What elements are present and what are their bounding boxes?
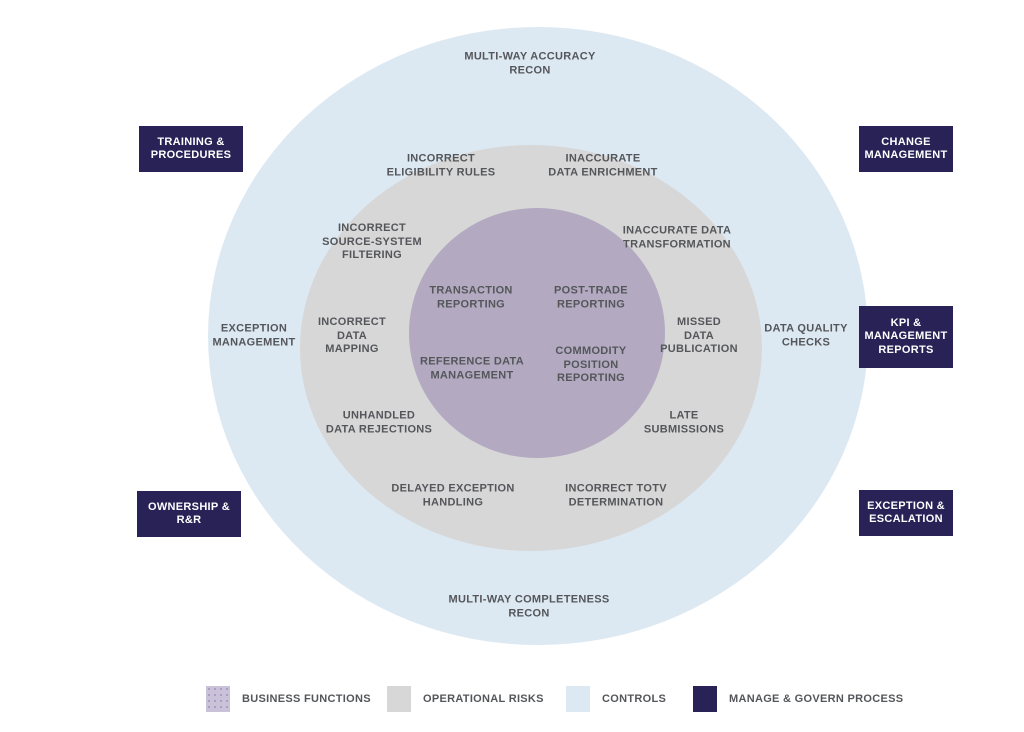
legend-swatch-manage-govern-process <box>693 686 717 712</box>
label-inaccurate-data-enrichment: INACCURATE DATA ENRICHMENT <box>548 152 658 179</box>
business-functions-circle <box>409 208 665 458</box>
legend-swatch-operational-risks <box>387 686 411 712</box>
govbox-exception-escalation: EXCEPTION & ESCALATION <box>859 490 953 536</box>
label-data-quality-checks: DATA QUALITY CHECKS <box>764 322 848 349</box>
label-late-submissions: LATE SUBMISSIONS <box>643 409 725 436</box>
label-incorrect-totv-determination: INCORRECT TOTV DETERMINATION <box>565 482 667 509</box>
label-incorrect-data-mapping: INCORRECT DATA MAPPING <box>317 315 387 355</box>
legend-label-business-functions: BUSINESS FUNCTIONS <box>242 693 371 705</box>
legend-label-controls: CONTROLS <box>602 693 667 705</box>
govbox-change-management: CHANGE MANAGEMENT <box>859 126 953 172</box>
label-incorrect-source-system-filtering: INCORRECT SOURCE-SYSTEM FILTERING <box>322 221 422 261</box>
legend-item-operational-risks: OPERATIONAL RISKS <box>387 686 544 712</box>
label-inaccurate-data-transformation: INACCURATE DATA TRANSFORMATION <box>622 224 732 251</box>
label-post-trade-reporting: POST-TRADE REPORTING <box>554 284 628 311</box>
legend-item-controls: CONTROLS <box>566 686 666 712</box>
label-multi-way-accuracy-recon: MULTI-WAY ACCURACY RECON <box>464 50 596 77</box>
label-multi-way-completeness-recon: MULTI-WAY COMPLETENESS RECON <box>448 593 610 620</box>
label-incorrect-eligibility-rules: INCORRECT ELIGIBILITY RULES <box>386 152 496 179</box>
legend-label-manage-govern-process: MANAGE & GOVERN PROCESS <box>729 693 904 705</box>
legend-swatch-controls <box>566 686 590 712</box>
label-missed-data-publication: MISSED DATA PUBLICATION <box>660 315 738 355</box>
govbox-ownership-rr: OWNERSHIP & R&R <box>137 491 241 537</box>
label-reference-data-management: REFERENCE DATA MANAGEMENT <box>419 355 525 382</box>
legend-item-business-functions: BUSINESS FUNCTIONS <box>206 686 371 712</box>
legend-swatch-business-functions <box>206 686 230 712</box>
legend-label-operational-risks: OPERATIONAL RISKS <box>423 693 544 705</box>
label-exception-management: EXCEPTION MANAGEMENT <box>212 322 296 349</box>
label-unhandled-data-rejections: UNHANDLED DATA REJECTIONS <box>325 409 433 436</box>
label-delayed-exception-handling: DELAYED EXCEPTION HANDLING <box>391 482 515 509</box>
govbox-training-procedures: TRAINING & PROCEDURES <box>139 126 243 172</box>
label-transaction-reporting: TRANSACTION REPORTING <box>429 284 513 311</box>
label-commodity-position-reporting: COMMODITY POSITION REPORTING <box>555 344 627 384</box>
govbox-kpi-management-reports: KPI & MANAGEMENT REPORTS <box>859 306 953 368</box>
legend-item-manage-govern-process: MANAGE & GOVERN PROCESS <box>693 686 903 712</box>
